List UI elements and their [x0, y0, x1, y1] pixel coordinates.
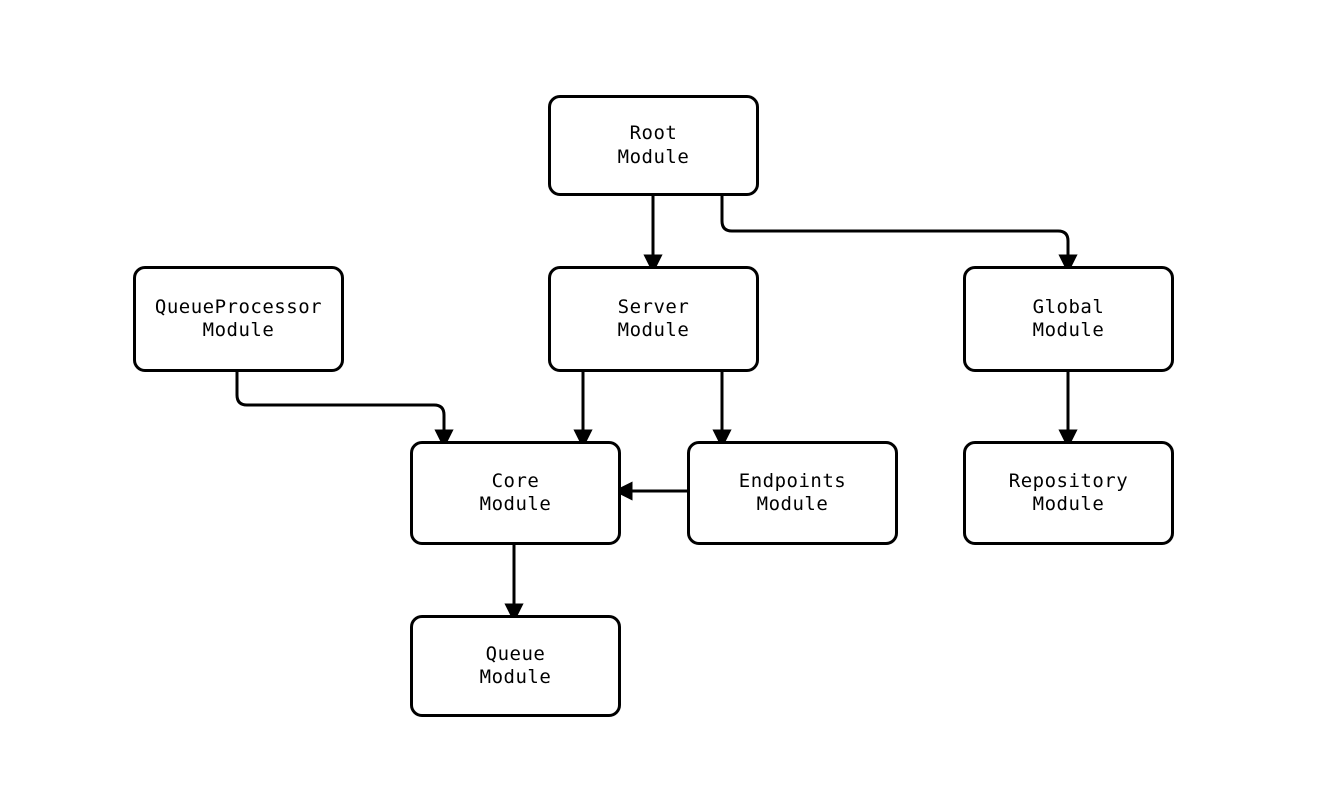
node-core-label-line-1: Core — [491, 469, 540, 492]
edge-root-to-global — [720, 196, 1078, 274]
node-queue-label-line-1: Queue — [485, 642, 546, 665]
node-global-label-line-2: Module — [1032, 319, 1105, 341]
node-root-label-line-2: Module — [617, 145, 690, 168]
node-core-label-line-2: Module — [479, 493, 552, 515]
node-repository-label-line-1: Repository — [1008, 469, 1129, 492]
node-queue-label-line-2: Module — [479, 666, 552, 688]
node-server-label-line-1: Server — [617, 295, 690, 318]
edge-queueprocessor-to-core — [235, 372, 454, 449]
node-queueprocessor-label-line-2: Module — [202, 319, 275, 341]
node-queueprocessor-label-line-1: QueueProcessor — [154, 295, 323, 318]
node-repository-label-line-2: Module — [1032, 493, 1105, 515]
node-endpoints-label-line-1: Endpoints — [738, 469, 847, 492]
node-root-label-line-1: Root — [629, 122, 678, 145]
node-global-label-line-1: Global — [1032, 295, 1105, 318]
node-server-label-line-2: Module — [617, 319, 690, 341]
node-endpoints-label-line-2: Module — [756, 493, 829, 515]
